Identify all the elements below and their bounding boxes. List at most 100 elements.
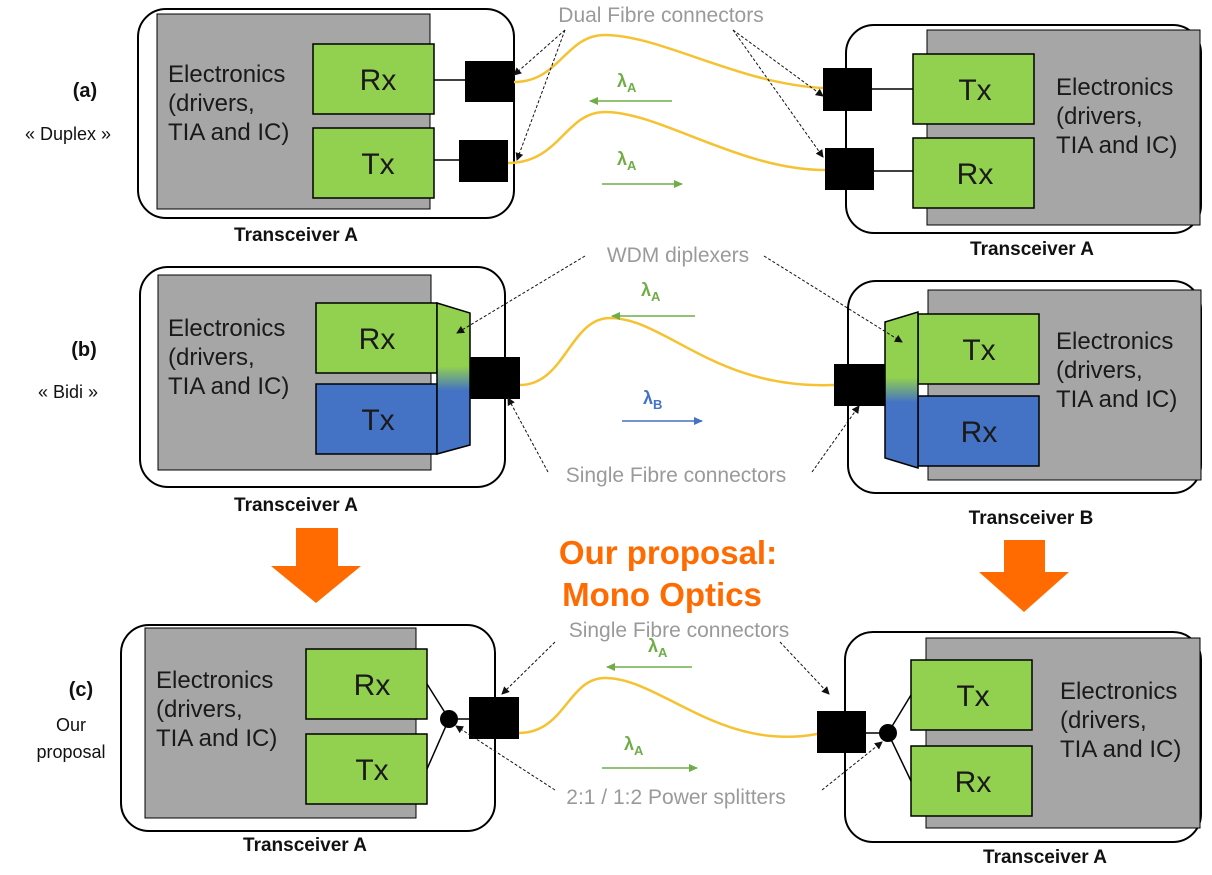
rx-block bbox=[312, 43, 435, 115]
power-splitter bbox=[879, 724, 897, 742]
tx-block bbox=[917, 313, 1040, 385]
rx-label: Rx bbox=[360, 64, 397, 97]
down-arrow-left bbox=[271, 528, 361, 603]
annotation-dual-fibre-connectors: Dual Fibre connectors bbox=[558, 4, 763, 27]
annotation-leaders-mono bbox=[455, 641, 883, 791]
annotation-single-fibre-connectors: Single Fibre connectors bbox=[566, 464, 787, 487]
tx-label: Tx bbox=[962, 334, 995, 367]
fibre-single-mono bbox=[518, 676, 818, 739]
caption-transceiver-a-mono-left: Transceiver A bbox=[243, 835, 367, 856]
rx-block bbox=[315, 302, 438, 374]
electronics-label-line3: TIA and IC) bbox=[168, 119, 289, 146]
proposal-title-line1: Our proposal: bbox=[559, 534, 777, 571]
tx-label: Tx bbox=[958, 74, 991, 107]
transceiver-b-right-bidi: Electronics (drivers, TIA and IC) Tx Rx bbox=[834, 280, 1202, 494]
caption-transceiver-a-mono-right: Transceiver A bbox=[983, 847, 1107, 868]
single-fibre-connector bbox=[469, 697, 519, 739]
transceiver-a-left-duplex: Electronics (drivers, TIA and IC) Rx Tx bbox=[137, 8, 515, 219]
caption-transceiver-b: Transceiver B bbox=[969, 508, 1094, 529]
electronics-label-line1: Electronics bbox=[168, 315, 285, 342]
annotation-power-splitters: 2:1 / 1:2 Power splitters bbox=[566, 786, 785, 809]
fibre-single-bidi bbox=[519, 316, 835, 387]
electronics-label-line3: TIA and IC) bbox=[168, 373, 289, 400]
lambda-b-label: λB bbox=[643, 388, 662, 412]
electronics-label-line2: (drivers, bbox=[168, 90, 255, 117]
single-fibre-connector bbox=[470, 357, 520, 399]
wdm-diplexer bbox=[436, 301, 471, 455]
proposal-title-line2: Mono Optics bbox=[562, 576, 762, 613]
transceiver-a-left-bidi: Electronics (drivers, TIA and IC) Rx Tx bbox=[139, 266, 520, 488]
lambda-a-label-upper: λA bbox=[648, 636, 668, 660]
rx-block bbox=[917, 395, 1040, 467]
rx-block bbox=[305, 648, 428, 720]
electronics-label-line2: (drivers, bbox=[1056, 103, 1143, 130]
rx-label: Rx bbox=[961, 416, 998, 449]
splitter-arm-tx bbox=[426, 718, 450, 770]
electronics-label-line3: TIA and IC) bbox=[156, 725, 277, 752]
electronics-label-line2: (drivers, bbox=[1056, 357, 1143, 384]
row-a-name: « Duplex » bbox=[25, 124, 111, 144]
lambda-a-label-upper: λA bbox=[617, 71, 637, 95]
row-c-proposal: (c) Our proposal Electronics (drivers, T… bbox=[36, 619, 1202, 868]
row-b-letter: (b) bbox=[71, 339, 97, 361]
lambda-a-label-lower: λA bbox=[624, 734, 644, 758]
electronics-label-line2: (drivers, bbox=[156, 696, 243, 723]
electronics-label-line1: Electronics bbox=[156, 667, 273, 694]
tx-block bbox=[910, 659, 1033, 731]
rx-label: Rx bbox=[955, 766, 992, 799]
electronics-label-line3: TIA and IC) bbox=[1056, 132, 1177, 159]
fibre-connector-tx bbox=[823, 68, 872, 111]
caption-transceiver-a-bidi: Transceiver A bbox=[234, 495, 358, 516]
transition-arrows bbox=[271, 528, 1069, 612]
rx-label: Rx bbox=[359, 323, 396, 356]
annotation-leaders-bidi bbox=[456, 255, 903, 473]
single-fibre-connector bbox=[834, 364, 885, 406]
rx-label: Rx bbox=[354, 669, 391, 702]
single-fibre-connector bbox=[817, 711, 866, 753]
caption-transceiver-a-left: Transceiver A bbox=[234, 225, 358, 246]
rx-block bbox=[912, 137, 1035, 209]
electronics-label-line1: Electronics bbox=[1060, 678, 1177, 705]
electronics-label-line1: Electronics bbox=[1056, 328, 1173, 355]
tx-block bbox=[312, 127, 435, 199]
tx-block bbox=[315, 383, 438, 455]
wdm-diplexer bbox=[884, 310, 919, 470]
rx-block bbox=[910, 745, 1033, 817]
row-c-name-line2: proposal bbox=[36, 742, 105, 762]
fibre-connector-rx bbox=[825, 148, 874, 190]
electronics-label-line2: (drivers, bbox=[168, 344, 255, 371]
tx-block bbox=[305, 733, 428, 805]
annotation-wdm-diplexers: WDM diplexers bbox=[607, 244, 749, 267]
fibre-connector-tx bbox=[459, 140, 508, 182]
tx-label: Tx bbox=[361, 404, 394, 437]
fibre-connector-rx bbox=[465, 61, 514, 102]
electronics-label-line3: TIA and IC) bbox=[1056, 386, 1177, 413]
row-c-letter: (c) bbox=[69, 679, 93, 701]
electronics-label-line1: Electronics bbox=[168, 61, 285, 88]
tx-label: Tx bbox=[361, 148, 394, 181]
transceiver-a-right-duplex: Electronics (drivers, TIA and IC) Tx Rx bbox=[823, 24, 1202, 234]
annotation-single-fibre-connectors-mono: Single Fibre connectors bbox=[569, 619, 790, 642]
rx-label: Rx bbox=[957, 158, 994, 191]
transceiver-a-left-mono: Electronics (drivers, TIA and IC) Rx Tx bbox=[120, 624, 519, 832]
transceiver-a-right-mono: Electronics (drivers, TIA and IC) Tx Rx bbox=[817, 631, 1202, 843]
row-a-duplex: (a) « Duplex » Electronics (drivers, TIA… bbox=[25, 4, 1202, 260]
row-a-letter: (a) bbox=[73, 80, 97, 102]
down-arrow-right bbox=[979, 540, 1069, 612]
tx-label: Tx bbox=[355, 754, 388, 787]
lambda-a-label: λA bbox=[641, 280, 661, 304]
fibre-upper bbox=[513, 33, 824, 90]
electronics-label-line2: (drivers, bbox=[1060, 707, 1147, 734]
row-c-name-line1: Our bbox=[56, 715, 86, 735]
electronics-label-line3: TIA and IC) bbox=[1060, 736, 1181, 763]
power-splitter bbox=[440, 710, 458, 728]
tx-block bbox=[912, 53, 1035, 125]
electronics-label-line1: Electronics bbox=[1056, 74, 1173, 101]
annotation-leaders-dual-fibre bbox=[513, 29, 824, 161]
row-b-name: « Bidi » bbox=[38, 382, 98, 402]
fibre-lower bbox=[507, 110, 826, 172]
row-b-bidi: (b) « Bidi » Electronics (drivers, TIA a… bbox=[38, 244, 1202, 529]
tx-label: Tx bbox=[956, 680, 989, 713]
